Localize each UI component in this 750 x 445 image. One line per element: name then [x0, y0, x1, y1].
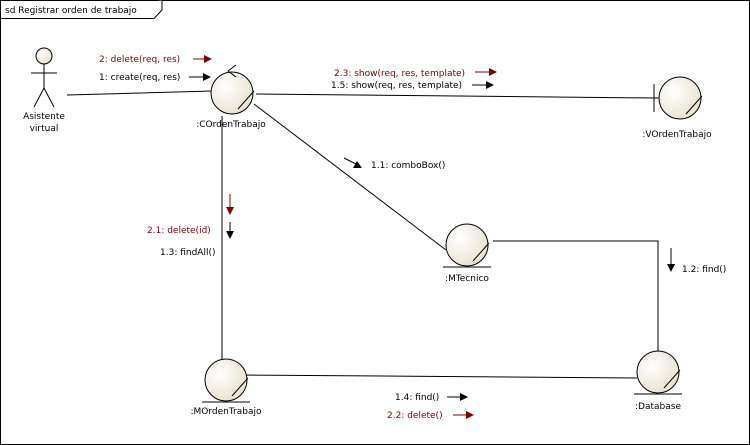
messages: 2: delete(req, res) 1: create(req, res) … [99, 55, 726, 421]
actor-left-leg [33, 87, 45, 108]
message-1-4-arrow [447, 393, 468, 401]
control-arrow [227, 64, 237, 78]
object-morden[interactable]: :MOrdenTrabajo [190, 358, 262, 417]
message-1-2-arrow [667, 248, 675, 272]
object-mtecnico[interactable]: :MTecnico [443, 223, 491, 284]
link-mtecnico-database [493, 240, 659, 355]
object-shadow-stroke [237, 90, 255, 110]
entity-icon [636, 350, 680, 394]
message-2-3-arrow [475, 68, 497, 76]
object-shadow-stroke [472, 242, 490, 262]
object-label: :Database [635, 402, 681, 412]
control-icon [210, 71, 254, 115]
actor-head [35, 47, 53, 65]
entity-icon [204, 358, 248, 402]
message-2-arrow [193, 55, 212, 63]
object-label: :VOrdenTrabajo [642, 130, 712, 140]
object-shadow-stroke [663, 369, 681, 389]
object-vorden[interactable]: :VOrdenTrabajo [642, 76, 712, 140]
message-1-4-label: 1.4: find() [395, 393, 439, 403]
object-database[interactable]: :Database [634, 350, 682, 412]
entity-icon [445, 223, 489, 267]
actor-right-leg [43, 87, 55, 108]
message-1-5-label: 1.5: show(req, res, template) [331, 81, 462, 91]
message-2-1-arrow [226, 194, 234, 215]
message-2-label: 2: delete(req, res) [99, 55, 180, 65]
link-corden-mtecnico [253, 103, 447, 251]
message-1-arrow [189, 73, 211, 81]
message-2-2-label: 2.2: delete() [387, 411, 443, 421]
boundary-icon [658, 76, 702, 120]
object-shadow-stroke [231, 377, 249, 397]
frame-title: sd Registrar orden de trabajo [5, 6, 137, 16]
message-1-1-arrow [343, 157, 362, 168]
message-1-1-label: 1.1: comboBox() [371, 161, 445, 171]
message-2-3-label: 2.3: show(req, res, template) [334, 69, 465, 79]
message-1-5-arrow [472, 81, 494, 89]
message-2-1-label: 2.1: delete(id) [147, 226, 211, 236]
actor-label-line1: Asistente [23, 112, 65, 122]
links [66, 90, 659, 379]
object-label: :COrdenTrabajo [196, 120, 266, 130]
object-label: :MTecnico [445, 274, 489, 284]
link-morden-database [242, 374, 638, 379]
message-1-3-label: 1.3: findAll() [160, 248, 215, 258]
message-2-2-arrow [453, 411, 474, 419]
object-label: :MOrdenTrabajo [190, 407, 261, 417]
object-corden[interactable]: :COrdenTrabajo [196, 64, 266, 130]
message-1-label: 1: create(req, res) [99, 73, 180, 83]
actor-label-line2: virtual [30, 124, 59, 134]
object-shadow-stroke [685, 95, 703, 115]
frame-tab [0, 0, 163, 19]
link-actor-corden [66, 90, 213, 96]
message-1-2-label: 1.2: find() [682, 265, 726, 275]
link-corden-vorden [255, 93, 655, 99]
actor-asistente[interactable]: Asistente virtual [23, 47, 65, 134]
message-2-1b-arrow [226, 222, 234, 239]
